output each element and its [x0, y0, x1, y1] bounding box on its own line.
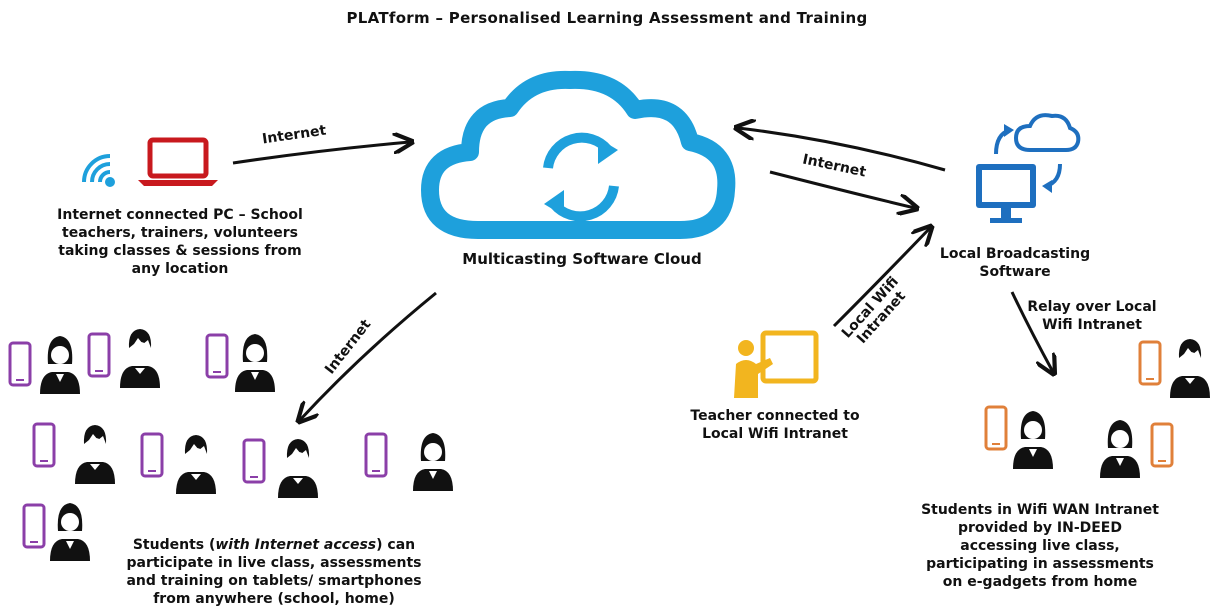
arrow-teacher-to-local: [832, 228, 930, 328]
label-line: participating in assessments: [926, 556, 1154, 572]
label-line: Students (with Internet access) can: [104, 536, 444, 554]
cloud-label: Multicasting Software Cloud: [462, 250, 702, 268]
teacher-label: Teacher connected to Local Wifi Intranet: [680, 407, 870, 443]
local-broadcast-label: Local Broadcasting Software: [935, 245, 1095, 281]
label-line: accessing live class,: [960, 538, 1120, 554]
label-line: on e-gadgets from home: [942, 574, 1138, 590]
arrow-label-line: Relay over Local: [1027, 299, 1157, 315]
arrow-label-relay: Relay over Local Wifi Intranet: [1012, 298, 1172, 334]
internet-pc-label: Internet connected PC – School teachers,…: [30, 206, 330, 278]
students-internet-label: Students (with Internet access) can part…: [104, 536, 444, 608]
label-line: Internet connected PC – School: [57, 207, 303, 223]
label-part: ) can: [376, 537, 416, 553]
arrow-local-to-cloud: [738, 128, 946, 172]
arrow-pc-to-cloud: [232, 142, 410, 165]
students-wifi-group: [984, 339, 1210, 478]
students-wifi-label: Students in Wifi WAN Intranet provided b…: [910, 501, 1170, 591]
label-line: Local Wifi Intranet: [702, 426, 848, 442]
label-part: Students (: [132, 537, 216, 553]
arrow-cloud-to-students: [300, 291, 437, 420]
monitor-cloud-sync-icon: [976, 113, 1081, 223]
arrow-local-to-wifi-students: [1010, 291, 1053, 372]
label-line: and training on tablets/ smartphones: [126, 573, 422, 589]
arrow-label-line: Wifi Intranet: [1042, 317, 1142, 333]
label-line: any location: [131, 261, 229, 277]
teacher-board-icon: [734, 330, 819, 398]
label-line: Software: [979, 264, 1051, 280]
laptop-icon: [138, 137, 218, 186]
label-line: teachers, trainers, volunteers: [62, 225, 298, 241]
wifi-icon: [82, 154, 115, 187]
label-line: from anywhere (school, home): [153, 591, 395, 607]
label-line: provided by IN-DEED: [957, 520, 1122, 536]
cloud-sync-icon: [421, 70, 736, 239]
page-title: PLATform – Personalised Learning Assessm…: [346, 9, 868, 27]
arrow-cloud-to-local: [769, 170, 915, 208]
label-line: taking classes & sessions from: [58, 243, 302, 259]
label-line: Students in Wifi WAN Intranet: [921, 502, 1159, 518]
label-line: Teacher connected to: [690, 408, 860, 424]
students-internet-group: [8, 329, 453, 561]
label-line: Local Broadcasting: [939, 246, 1091, 262]
label-line: participate in live class, assessments: [126, 555, 422, 571]
label-emphasis: with Internet access: [215, 537, 377, 553]
